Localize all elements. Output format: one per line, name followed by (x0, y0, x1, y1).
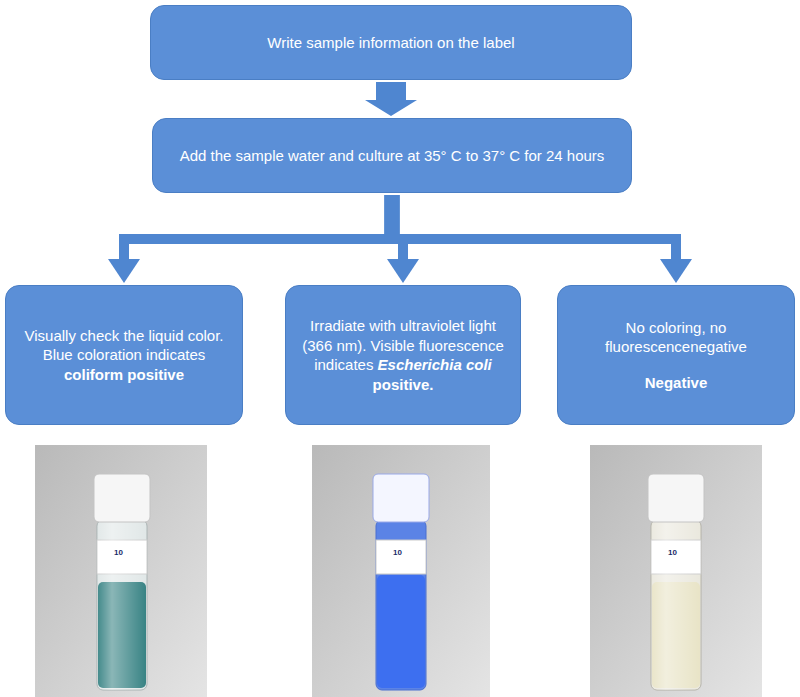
process-box: Write sample information on the label (150, 5, 632, 80)
process-box: No coloring, no fluorescencenegativeNega… (557, 285, 795, 425)
process-box: Add the sample water and culture at 35° … (152, 118, 632, 193)
process-box: Visually check the liquid color. Blue co… (5, 285, 243, 425)
photo-ecoli (312, 445, 490, 697)
photo-coliform (35, 445, 207, 697)
box-text: No coloring, no fluorescencenegative (568, 318, 784, 357)
process-box: Irradiate with ultraviolet light (366 nm… (285, 285, 521, 425)
tube-label-number: 10 (668, 548, 677, 557)
photo-negative (590, 445, 762, 697)
box-text: Negative (645, 373, 708, 393)
flow-arrow (385, 195, 693, 283)
box-text: Escherichia coli (378, 356, 492, 373)
box-text: Write sample information on the label (267, 33, 514, 53)
box-text: Add the sample water and culture at 35° … (180, 146, 605, 166)
tube-label-number: 10 (393, 548, 402, 557)
flow-arrow (365, 82, 417, 116)
box-text: Irradiate with ultraviolet light (366 nm… (296, 316, 510, 394)
box-text: coliform positive (64, 366, 184, 383)
box-text: positive. (373, 376, 434, 393)
tube-label-number: 10 (114, 548, 123, 557)
flow-arrow (108, 195, 400, 283)
box-text: Visually check the liquid color. Blue co… (25, 327, 224, 364)
box-text: Visually check the liquid color. Blue co… (16, 326, 232, 385)
